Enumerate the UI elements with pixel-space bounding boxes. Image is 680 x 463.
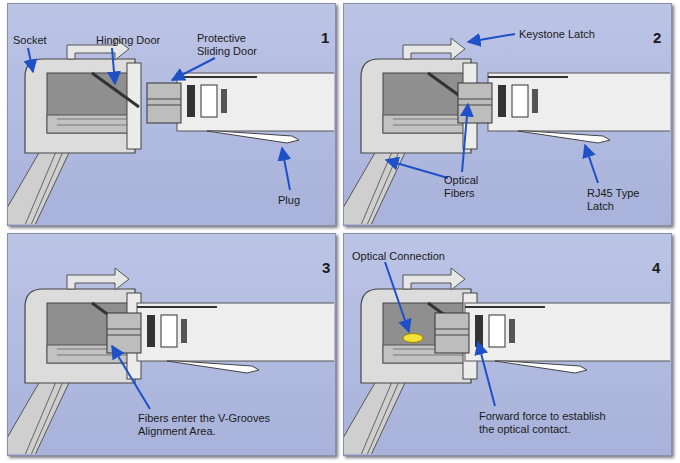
panel-art: [8, 268, 334, 454]
step-panel: 3Fibers enter the V-Grooves Alignment Ar…: [7, 233, 336, 456]
step-number: 2: [653, 30, 667, 46]
leader-arrow: [585, 145, 598, 183]
step-panel: Socket Hinging Door Protective Sliding Doo…: [7, 3, 336, 226]
socket: [344, 268, 477, 454]
step-panel: Keystone Latch 2Optical FibersRJ45 Type L…: [343, 3, 672, 226]
leader-arrow: [112, 346, 150, 409]
plug: [107, 303, 334, 373]
leader-arrow: [112, 48, 115, 84]
leader-arrows: [28, 34, 598, 409]
callout-label: Keystone Latch: [519, 28, 609, 41]
leader-arrow: [468, 34, 515, 42]
callout-label: Plug: [278, 194, 318, 207]
step-panel: Optical Connection 4Forward force to esta…: [343, 233, 672, 456]
callout-label: Optical Connection: [352, 250, 472, 263]
plug: [147, 73, 334, 143]
callout-label: Protective Sliding Door: [197, 32, 269, 58]
step-number: 1: [321, 30, 335, 46]
leader-arrow: [282, 148, 290, 190]
plug: [435, 303, 670, 373]
leader-arrow: [478, 342, 495, 406]
callout-label: Optical Fibers: [444, 174, 492, 200]
panel-art: [8, 38, 334, 224]
step-number: 4: [652, 260, 666, 276]
callout-label: Fibers enter the V-Grooves Alignment Are…: [138, 412, 278, 438]
leader-arrow: [386, 160, 448, 178]
leader-arrow: [172, 58, 215, 80]
panel-art: [344, 268, 670, 454]
callout-label: Socket: [13, 34, 73, 47]
socket: [344, 38, 477, 224]
socket: [8, 268, 141, 454]
panel-art: [344, 38, 670, 224]
leader-arrow: [28, 48, 33, 72]
step-number: 3: [322, 260, 336, 276]
socket: [8, 38, 141, 224]
leader-arrow: [462, 104, 468, 172]
callout-label: RJ45 Type Latch: [587, 187, 649, 213]
optical-contact: [403, 334, 423, 343]
plug: [458, 73, 670, 143]
leader-arrow: [385, 262, 409, 332]
callout-label: Forward force to establish the optical c…: [479, 410, 607, 436]
callout-label: Hinging Door: [96, 34, 176, 47]
